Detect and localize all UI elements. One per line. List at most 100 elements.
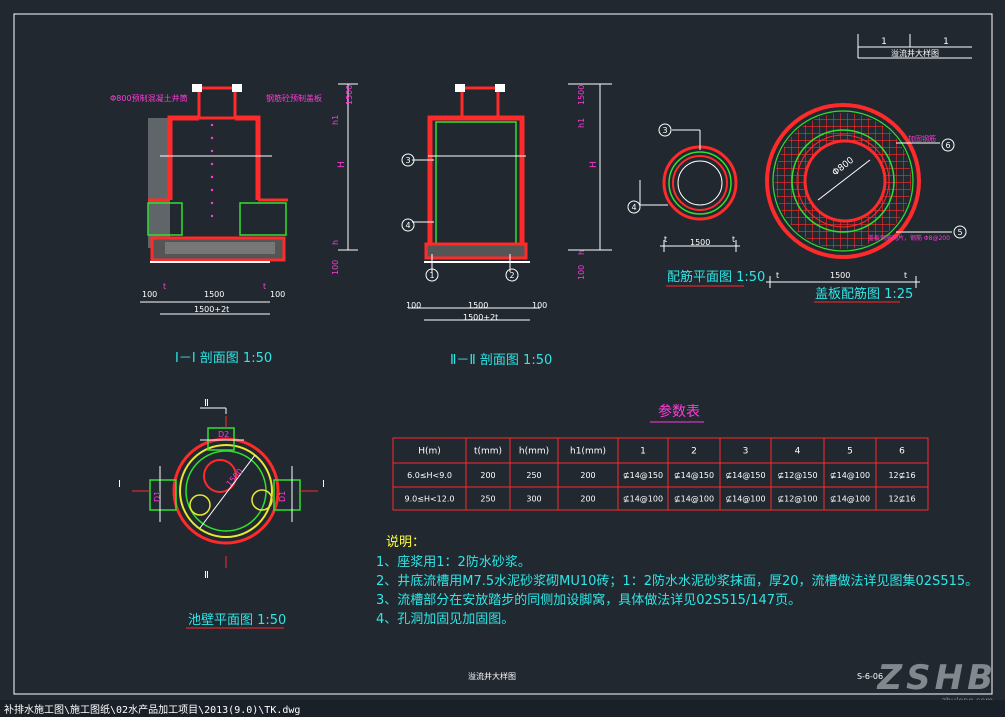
- section-1-label-pipe: Φ800预制混凝土井筒: [110, 93, 188, 103]
- status-bar: 补排水施工图\施工图纸\02水产品加工项目\2013(9.0)\TK.dwg: [0, 700, 1005, 717]
- section-1-dim-100: 100: [331, 260, 340, 275]
- section-2-dim-1500: 1500: [468, 301, 488, 310]
- param-table-header-cell: 5: [847, 447, 853, 457]
- param-table-cell: 200: [580, 471, 595, 480]
- section-1-dim-t-left: t: [163, 282, 166, 291]
- section-2-mark-1: 1: [429, 271, 434, 280]
- section-1-dim-H: H: [337, 161, 347, 168]
- wall-plan-mark-I-left: Ⅰ: [118, 479, 121, 490]
- title-block-name: 溢流井大样图: [891, 48, 939, 58]
- notes-item-2: 2、井底流槽用M7.5水泥砂浆砌MU10砖；1：2防水水泥砂浆抹面，厚20，流槽…: [376, 573, 978, 589]
- param-table-cell: ⊈14@100: [830, 495, 870, 504]
- section-1-title: Ⅰ－Ⅰ 剖面图 1:50: [175, 351, 272, 366]
- cover-plan-label-bottom: 盖板钢筋网片，钢筋 Φ8@200: [868, 234, 950, 242]
- wall-plan-d1-left: D1: [153, 491, 162, 502]
- param-table-title: 参数表: [658, 403, 700, 420]
- section-1-dim-100-right: 100: [270, 290, 285, 299]
- cover-plan-mark-6: 6: [945, 141, 950, 150]
- notes-item-4: 4、孔洞加固见加固图。: [376, 612, 514, 627]
- param-table-cell: ⊈14@100: [623, 495, 663, 504]
- watermark-logo: ZSHB: [877, 658, 997, 698]
- section-2-dim-h: h: [577, 250, 586, 255]
- param-table-header-cell: 6: [899, 447, 905, 457]
- section-2-mark-3: 3: [405, 156, 410, 165]
- section-2-dim-H: H: [589, 161, 599, 168]
- section-2-dim-100: 100: [577, 265, 586, 280]
- section-1-dim-1500: 1500: [345, 85, 354, 105]
- wall-plan-dia: 1500: [225, 467, 245, 488]
- section-2-dim-1500: 1500: [577, 85, 586, 105]
- param-table-header-cell: 3: [743, 447, 749, 457]
- wall-plan-d2: D2: [218, 430, 229, 439]
- param-table-header-cell: 4: [795, 447, 801, 457]
- section-2-drawing: [401, 83, 612, 321]
- wall-plan-drawing: [132, 407, 318, 629]
- cover-plan-title: 盖板配筋图 1:25: [815, 286, 913, 302]
- title-block-ratio-left: 1: [881, 37, 887, 47]
- param-table-header-cell: 1: [640, 447, 646, 457]
- rebar-plan-dim-1500: 1500: [690, 238, 710, 247]
- section-2-mark-4: 4: [405, 221, 410, 230]
- section-1-dim-h: h: [331, 240, 340, 245]
- section-2-dim-100-left: 100: [406, 301, 421, 310]
- footer-drawing-no: S-6-06: [857, 672, 883, 681]
- section-1-drawing: [140, 83, 358, 315]
- param-table-cell: 9.0≤H<12.0: [405, 495, 455, 504]
- section-1-dim-t-right: t: [263, 282, 266, 291]
- notes-heading: 说明：: [386, 535, 425, 550]
- param-table-cell: 200: [580, 495, 595, 504]
- param-table-cell: 250: [480, 495, 495, 504]
- title-block-ratio-right: 1: [943, 37, 949, 47]
- rebar-plan-title: 配筋平面图 1:50: [667, 269, 765, 285]
- param-table-cell: ⊈12@100: [777, 495, 817, 504]
- param-table-header-cell: H(m): [418, 447, 441, 457]
- param-table-cell: 12⊈16: [888, 471, 915, 480]
- section-2-dim-h1: h1: [577, 118, 586, 128]
- section-2-mark-2: 2: [509, 271, 514, 280]
- section-1-dim-h1: h1: [331, 115, 340, 125]
- param-table-cell: ⊈14@100: [830, 471, 870, 480]
- param-table-cell: ⊈14@150: [623, 471, 663, 480]
- wall-plan-mark-II-bottom: Ⅱ: [204, 570, 209, 581]
- param-table-header-cell: t(mm): [474, 447, 502, 457]
- cover-plan-drawing: [765, 103, 967, 303]
- section-1-label-cover: 钢筋砼预制盖板: [266, 93, 322, 103]
- section-2-title: Ⅱ－Ⅱ 剖面图 1:50: [450, 353, 552, 368]
- param-table-header-cell: 2: [691, 447, 697, 457]
- param-table-cell: ⊈14@100: [674, 495, 714, 504]
- cover-plan-label-add: 加固钢筋: [908, 134, 936, 143]
- notes-item-3: 3、流槽部分在安放踏步的同侧加设脚窝，具体做法详见02S515/147页。: [376, 592, 801, 608]
- section-1-dim-100-left: 100: [142, 290, 157, 299]
- rebar-plan-drawing: [627, 123, 744, 287]
- param-table-cell: 300: [526, 495, 541, 504]
- section-2-dim-100-right: 100: [532, 301, 547, 310]
- wall-plan-mark-I-right: Ⅰ: [322, 479, 325, 490]
- footer-drawing-name: 溢流井大样图: [468, 671, 516, 681]
- section-1-dim-1500-bottom: 1500: [204, 290, 224, 299]
- cover-plan-dim-t-left: t: [776, 271, 779, 280]
- param-table-header-cell: h1(mm): [570, 447, 606, 457]
- rebar-plan-dim-t-right: t: [732, 235, 735, 244]
- wall-plan-d1-right: D1: [278, 491, 287, 502]
- param-table-cell: 6.0≤H<9.0: [407, 471, 452, 480]
- cover-plan-dim-t-right: t: [904, 271, 907, 280]
- rebar-plan-mark-4: 4: [631, 203, 636, 212]
- cover-plan-dim-1500: 1500: [830, 271, 850, 280]
- param-table-cell: ⊈14@150: [674, 471, 714, 480]
- param-table-cell: 12⊈16: [888, 495, 915, 504]
- section-2-dim-total: 1500+2t: [463, 313, 498, 322]
- param-table-cell: 200: [480, 471, 495, 480]
- status-bar-path: 补排水施工图\施工图纸\02水产品加工项目\2013(9.0)\TK.dwg: [4, 705, 301, 716]
- rebar-plan-dim-t-left: t: [664, 235, 667, 244]
- rebar-plan-mark-3: 3: [662, 126, 667, 135]
- title-block: 1 1 溢流井大样图: [857, 34, 972, 59]
- notes-item-1: 1、座浆用1：2防水砂浆。: [376, 554, 531, 570]
- param-table-cell: ⊈14@150: [725, 471, 765, 480]
- param-table-cell: 250: [526, 471, 541, 480]
- drawing-frame: [13, 13, 993, 695]
- param-table-cell: ⊈12@150: [777, 471, 817, 480]
- wall-plan-mark-II-top: Ⅱ: [204, 398, 209, 409]
- cover-plan-mark-5: 5: [957, 228, 962, 237]
